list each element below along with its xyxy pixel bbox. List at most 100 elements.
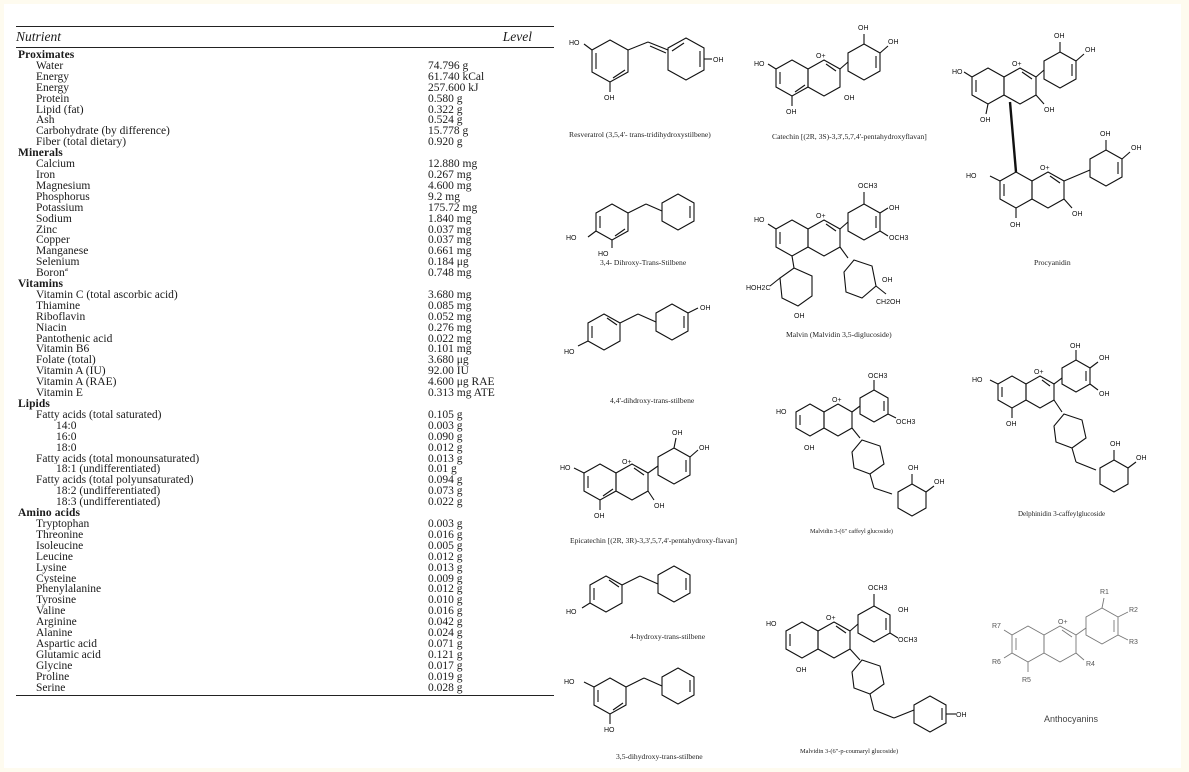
nutrient-name-text: Vitamin A (IU) xyxy=(36,366,106,378)
label-oh: OH xyxy=(1136,455,1147,462)
nutrient-name-text: Leucine xyxy=(36,551,74,563)
nutrient-name: Water xyxy=(16,61,428,72)
nutrient-name: Minerals xyxy=(16,148,428,159)
table-header-rule xyxy=(16,47,554,48)
nutrient-name: Vitamin B6 xyxy=(16,344,428,355)
table-section-row: Lipids xyxy=(16,399,554,410)
nutrient-name-text: Calcium xyxy=(36,159,75,170)
nutrient-name-text: Riboflavin xyxy=(36,311,86,323)
nutrient-name: Folate (total) xyxy=(16,355,428,366)
nutrient-level: 0.003 g xyxy=(428,419,463,432)
label-oh: OH xyxy=(700,305,711,312)
nutrient-name-text: Fatty acids (total saturated) xyxy=(36,409,162,421)
table-row: Valine 0.016 g xyxy=(16,606,554,617)
nutrient-name-text: Sodium xyxy=(36,213,72,225)
nutrient-name-text: Phosphorus xyxy=(36,191,90,203)
nutrient-name: 16:0 xyxy=(16,432,428,443)
nutrient-level: 0.073 g xyxy=(428,485,463,498)
nutrient-name-text: Valine xyxy=(36,606,66,618)
table-row: 14:0 0.003 g xyxy=(16,419,554,432)
label-hoh2c: HOH2C xyxy=(746,285,771,292)
label-och3: OCH3 xyxy=(889,235,909,242)
nutrient-level: 0.276 mg xyxy=(428,321,472,334)
nutrient-level: 0.094 g xyxy=(428,474,463,487)
nutrient-name: Alanine xyxy=(16,628,428,639)
label-o-plus: O+ xyxy=(622,459,632,466)
nutrient-name-text: Protein xyxy=(36,93,70,105)
label-och3: OCH3 xyxy=(896,419,916,426)
nutrient-level: 4.600 μg RAE xyxy=(428,376,495,389)
nutrient-name-text: Glutamic acid xyxy=(36,649,101,661)
nutrient-level: 0.016 g xyxy=(428,605,463,618)
caption-delphinidin: Delphinidin 3-caffeylglucoside xyxy=(1018,510,1106,518)
nutrient-name-text: Energy xyxy=(36,82,70,94)
label-och3: OCH3 xyxy=(868,585,888,592)
nutrient-level: 0.013 g xyxy=(428,561,463,574)
nutrient-name-text: Ash xyxy=(36,115,55,127)
label-oh: OH xyxy=(1100,131,1111,138)
structure-44-dihydroxy-stilbene: OH HO xyxy=(564,288,744,368)
nutrient-level: 0.017 g xyxy=(428,659,463,672)
label-oh: OH xyxy=(956,712,967,719)
nutrient-name: Fatty acids (total polyunsaturated) xyxy=(16,475,428,486)
nutrient-name: Phenylalanine xyxy=(16,584,428,595)
label-oh: OH xyxy=(1110,441,1121,448)
nutrient-name: Arginine xyxy=(16,617,428,628)
table-row: 18:2 (undifferentiated)0.073 g xyxy=(16,486,554,497)
label-ho: HO xyxy=(776,409,787,416)
label-oh: OH xyxy=(1099,391,1110,398)
nutrient-name: Isoleucine xyxy=(16,541,428,552)
nutrient-level: 0.009 g xyxy=(428,572,463,585)
label-oh: OH xyxy=(889,205,900,212)
label-oh: OH xyxy=(1010,222,1021,229)
nutrient-name-text: 14:0 xyxy=(56,420,77,432)
label-r6: R6 xyxy=(992,659,1001,666)
nutrient-name: Energy xyxy=(16,83,428,94)
table-row: Riboflavin 0.052 mg xyxy=(16,310,554,323)
nutrient-level: 0.085 mg xyxy=(428,299,472,312)
nutrient-level: 3.680 μg xyxy=(428,354,469,367)
nutrient-level: 0.121 g xyxy=(428,648,463,661)
nutrient-name: Iron xyxy=(16,170,428,181)
nutrient-level: 0.012 g xyxy=(428,583,463,596)
structure-malvidin-coumaryl: O+ OCH3 OH OCH3 HO OH OH xyxy=(766,576,974,746)
structure-35-dihydroxy-stilbene: HO HO xyxy=(564,656,740,736)
nutrient-level: 0.052 mg xyxy=(428,310,472,323)
nutrient-name: Pantothenic acid xyxy=(16,334,428,345)
nutrient-name: Vitamin A (IU) xyxy=(16,366,428,377)
nutrient-name-text: Threonine xyxy=(36,529,84,541)
nutrient-name-text: 16:0 xyxy=(56,431,77,443)
label-oh: OH xyxy=(858,25,869,32)
label-o-plus: O+ xyxy=(816,213,826,220)
table-row: Lipid (fat)0.322 g xyxy=(16,104,554,116)
caption-resveratrol: Resveratrol (3,5,4'- trans-tridihydroxys… xyxy=(569,130,711,139)
nutrient-level: 0.748 mg xyxy=(428,267,472,280)
nutrient-level: 0.042 g xyxy=(428,616,463,629)
label-oh: OH xyxy=(804,445,815,452)
nutrient-name-text: Zinc xyxy=(36,224,58,236)
nutrient-name: Phosphorus xyxy=(16,192,428,203)
structure-catechin: O+ OH OH HO OH OH xyxy=(754,18,940,128)
structure-malvin: O+ OCH3 OH OCH3 HO HOH2C CH2OH OH OH xyxy=(746,174,944,334)
nutrient-name: Aspartic acid xyxy=(16,639,428,650)
nutrient-name: Potassium xyxy=(16,203,428,214)
nutrient-level: 15.778 g xyxy=(428,125,469,138)
nutrient-name: Glycine xyxy=(16,661,428,672)
label-oh: OH xyxy=(888,39,899,46)
nutrient-level: 0.037 mg xyxy=(428,223,472,236)
label-oh: OH xyxy=(654,503,665,510)
